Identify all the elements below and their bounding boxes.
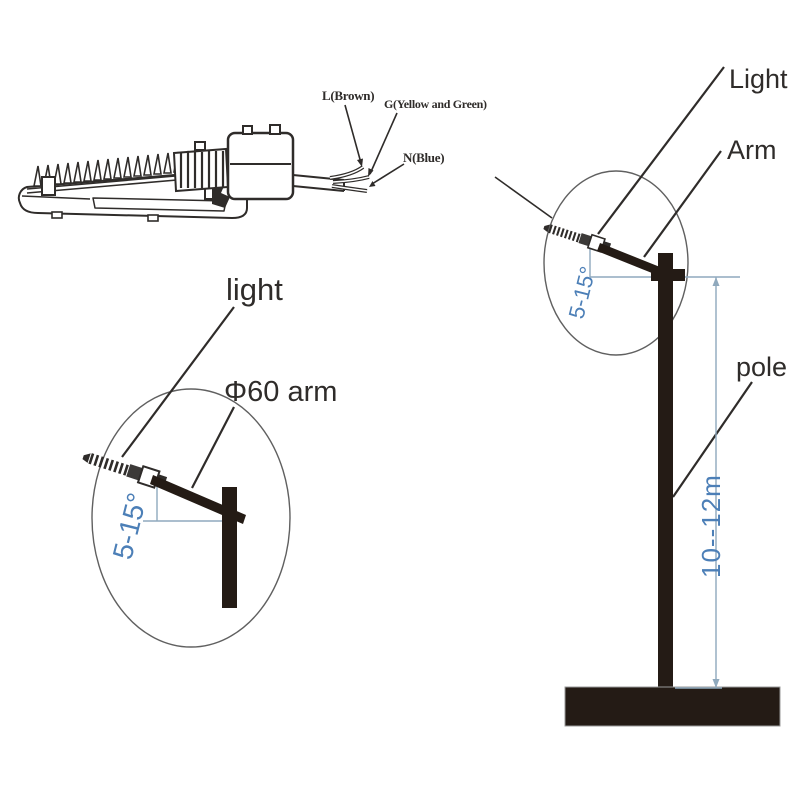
block-nub xyxy=(194,141,206,151)
left-angle-label: 5-15° xyxy=(107,490,153,563)
left-pole-bar xyxy=(222,487,237,608)
driver-box-tab xyxy=(269,124,281,135)
pole-label: pole xyxy=(736,352,787,382)
pole-base xyxy=(564,686,781,727)
ground-leader-arrow xyxy=(368,168,374,177)
live-leader-line xyxy=(344,104,362,164)
wires xyxy=(329,165,370,193)
neutral-leader-arrow xyxy=(369,181,376,187)
mount-clamp xyxy=(212,183,230,208)
foot-tab xyxy=(147,214,159,222)
ground-wire-label: G(Yellow and Green) xyxy=(384,97,487,111)
left-detail-circle xyxy=(91,388,291,648)
left-arm-leader xyxy=(191,406,235,489)
fixture-to-circle-leader xyxy=(494,176,553,219)
live-wire-label: L(Brown) xyxy=(322,88,374,103)
mount-clip xyxy=(41,176,56,196)
left-detail-view: light Φ60 arm 5-15° xyxy=(81,272,337,648)
right-arm-leader xyxy=(643,150,722,258)
driver-box xyxy=(226,131,295,201)
right-light-label: Light xyxy=(729,64,788,94)
wire-labels: L(Brown) G(Yellow and Green) N(Blue) xyxy=(322,88,487,187)
height-label: 10--12m xyxy=(696,474,726,578)
left-light-leader xyxy=(121,306,235,458)
neutral-wire-label: N(Blue) xyxy=(403,150,444,165)
pole-bar xyxy=(658,253,673,687)
pole-leader xyxy=(672,381,753,498)
bottom-panel xyxy=(92,197,227,212)
ribbed-slats xyxy=(179,151,225,188)
right-angle-label: 5-15° xyxy=(564,264,601,321)
dimension-arrow-top xyxy=(712,277,720,286)
left-arm-label: Φ60 arm xyxy=(224,376,337,408)
right-light-leader xyxy=(597,66,725,235)
right-detail-circle xyxy=(543,170,689,356)
right-detail-view: Light Arm pole 5-15° 10--12m xyxy=(494,64,788,727)
neutral-leader-line xyxy=(371,163,405,185)
right-arm-bar xyxy=(597,243,665,277)
foot-tab xyxy=(51,211,63,219)
driver-box-tab xyxy=(242,125,253,135)
ground-leader-line xyxy=(369,112,398,175)
left-light-label: light xyxy=(226,272,283,307)
live-leader-arrow xyxy=(357,158,363,167)
dimension-arrow-bottom xyxy=(712,679,720,688)
street-light-fixture-drawing xyxy=(17,124,370,222)
right-arm-label: Arm xyxy=(727,135,777,165)
